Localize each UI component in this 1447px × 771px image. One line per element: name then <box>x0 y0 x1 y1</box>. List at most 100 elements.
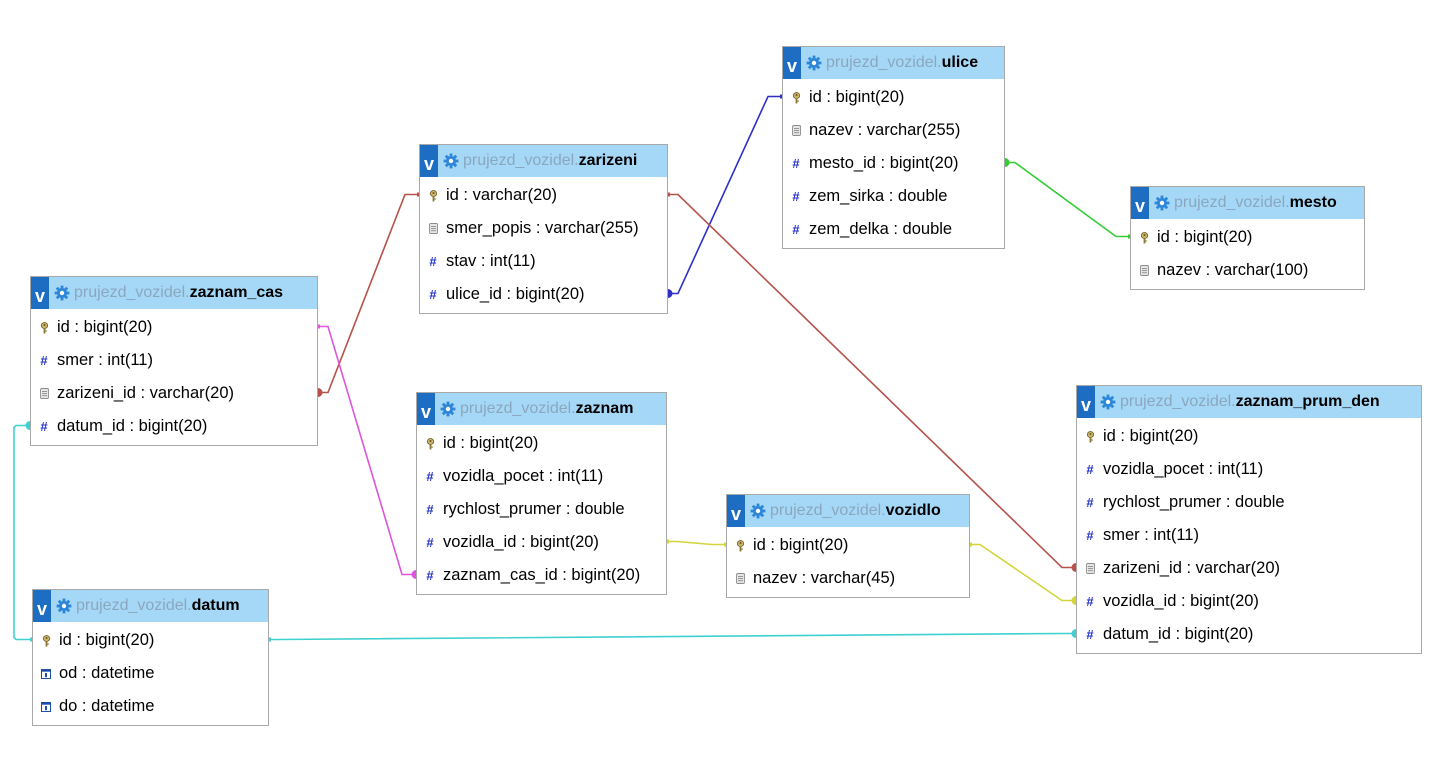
column-list: id : bigint(20)#vozidla_pocet : int(11)#… <box>1077 418 1421 651</box>
column-row-id[interactable]: id : varchar(20) <box>420 179 667 212</box>
column-row-datum_id[interactable]: # datum_id : bigint(20) <box>1077 618 1421 651</box>
column-row-nazev[interactable]: nazev : varchar(45) <box>727 562 969 595</box>
key-icon <box>1139 231 1149 244</box>
column-row-zarizeni_id[interactable]: zarizeni_id : varchar(20) <box>1077 552 1421 585</box>
database-prefix: prujezd_vozidel. <box>1174 194 1290 211</box>
column-row-id[interactable]: id : bigint(20) <box>783 81 1004 114</box>
collapse-toggle-icon[interactable]: v <box>727 495 745 527</box>
collapse-toggle-icon[interactable]: v <box>420 145 438 177</box>
gear-icon[interactable] <box>750 503 766 519</box>
column-label: datum_id : bigint(20) <box>1103 625 1254 643</box>
column-label: vozidla_pocet : int(11) <box>1103 460 1264 478</box>
database-prefix: prujezd_vozidel. <box>460 400 576 417</box>
column-row-nazev[interactable]: nazev : varchar(255) <box>783 114 1004 147</box>
column-row-id[interactable]: id : bigint(20) <box>1131 221 1364 254</box>
column-label: rychlost_prumer : double <box>443 500 625 518</box>
column-label: id : bigint(20) <box>57 318 153 336</box>
column-row-vozidla_pocet[interactable]: #vozidla_pocet : int(11) <box>1077 453 1421 486</box>
column-label: vozidla_id : bigint(20) <box>443 533 599 551</box>
column-label: smer : int(11) <box>1103 526 1199 544</box>
text-icon <box>39 388 49 400</box>
table-mesto[interactable]: v prujezd_vozidel.mesto id : bigint(20) naz… <box>1130 186 1365 290</box>
column-row-zem_delka[interactable]: #zem_delka : double <box>783 213 1004 246</box>
column-label: id : bigint(20) <box>1103 427 1199 445</box>
column-list: id : bigint(20) #smer : int(11)zarizeni_i… <box>31 309 317 443</box>
collapse-toggle-icon[interactable]: v <box>33 590 51 622</box>
column-row-ulice_id[interactable]: #ulice_id : bigint(20) <box>420 278 667 311</box>
column-row-id[interactable]: id : bigint(20) <box>727 529 969 562</box>
column-list: id : bigint(20)nazev : varchar(255)#mest… <box>783 79 1004 246</box>
table-name: mesto <box>1289 194 1337 211</box>
column-row-id[interactable]: id : bigint(20) <box>417 427 666 460</box>
hash-icon: # <box>1086 528 1094 543</box>
text-icon <box>735 573 745 585</box>
column-row-zaznam_cas_id[interactable]: #zaznam_cas_id : bigint(20) <box>417 559 666 592</box>
gear-icon[interactable] <box>806 55 822 71</box>
collapse-toggle-icon[interactable]: v <box>31 277 49 309</box>
column-label: nazev : varchar(100) <box>1157 261 1309 279</box>
table-header[interactable]: v prujezd_vozidel.mesto <box>1131 187 1364 219</box>
relation-line-zarizeni-ulice_id-to-ulice-id <box>668 95 782 295</box>
column-row-stav[interactable]: #stav : int(11) <box>420 245 667 278</box>
column-label: vozidla_id : bigint(20) <box>1103 592 1259 610</box>
column-row-rychlost_prumer[interactable]: #rychlost_prumer : double <box>417 493 666 526</box>
column-row-vozidla_pocet[interactable]: #vozidla_pocet : int(11) <box>417 460 666 493</box>
column-row-od[interactable]: od : datetime <box>33 657 268 690</box>
column-row-mesto_id[interactable]: #mesto_id : bigint(20) <box>783 147 1004 180</box>
gear-icon[interactable] <box>1100 394 1116 410</box>
column-row-id[interactable]: id : bigint(20) <box>1077 420 1421 453</box>
gear-icon[interactable] <box>56 598 72 614</box>
gear-icon[interactable] <box>440 401 456 417</box>
hash-icon: # <box>40 353 48 368</box>
hash-icon: # <box>1086 627 1094 642</box>
hash-icon: # <box>429 287 437 302</box>
hash-icon: # <box>426 535 434 550</box>
collapse-toggle-icon[interactable]: v <box>1077 386 1095 418</box>
column-label: id : bigint(20) <box>1157 228 1253 246</box>
column-row-rychlost_prumer[interactable]: #rychlost_prumer : double <box>1077 486 1421 519</box>
text-icon <box>1139 265 1149 277</box>
gear-icon[interactable] <box>443 153 459 169</box>
collapse-toggle-icon[interactable]: v <box>417 393 435 425</box>
table-name: datum <box>191 597 240 614</box>
gear-icon[interactable] <box>1154 195 1170 211</box>
column-row-smer[interactable]: # smer : int(11) <box>1077 519 1421 552</box>
collapse-toggle-icon[interactable]: v <box>783 47 801 79</box>
column-row-zem_sirka[interactable]: #zem_sirka : double <box>783 180 1004 213</box>
column-row-vozidla_id[interactable]: #vozidla_id : bigint(20) <box>1077 585 1421 618</box>
table-title: prujezd_vozidel.zaznam_cas <box>74 277 283 309</box>
column-label: zarizeni_id : varchar(20) <box>1103 559 1280 577</box>
column-row-do[interactable]: do : datetime <box>33 690 268 723</box>
collapse-toggle-icon[interactable]: v <box>1131 187 1149 219</box>
relation-line-ulice-mesto_id-to-mesto-id <box>1005 161 1130 238</box>
relation-line-zaznam_cas-datum_id-to-datum-id <box>13 424 32 641</box>
column-row-datum_id[interactable]: #datum_id : bigint(20) <box>31 410 317 443</box>
gear-icon[interactable] <box>54 285 70 301</box>
column-row-nazev[interactable]: nazev : varchar(100) <box>1131 254 1364 287</box>
column-row-smer_popis[interactable]: smer_popis : varchar(255) <box>420 212 667 245</box>
column-row-id[interactable]: id : bigint(20) <box>33 624 268 657</box>
table-header[interactable]: v prujezd_vozidel.zaznam_cas <box>31 277 317 309</box>
column-label: od : datetime <box>59 664 155 682</box>
column-label: id : bigint(20) <box>753 536 849 554</box>
column-row-id[interactable]: id : bigint(20) <box>31 311 317 344</box>
column-row-smer[interactable]: #smer : int(11) <box>31 344 317 377</box>
column-label: zaznam_cas_id : bigint(20) <box>443 566 641 584</box>
column-row-zarizeni_id[interactable]: zarizeni_id : varchar(20) <box>31 377 317 410</box>
column-label: nazev : varchar(45) <box>753 569 896 587</box>
column-row-vozidla_id[interactable]: # vozidla_id : bigint(20) <box>417 526 666 559</box>
